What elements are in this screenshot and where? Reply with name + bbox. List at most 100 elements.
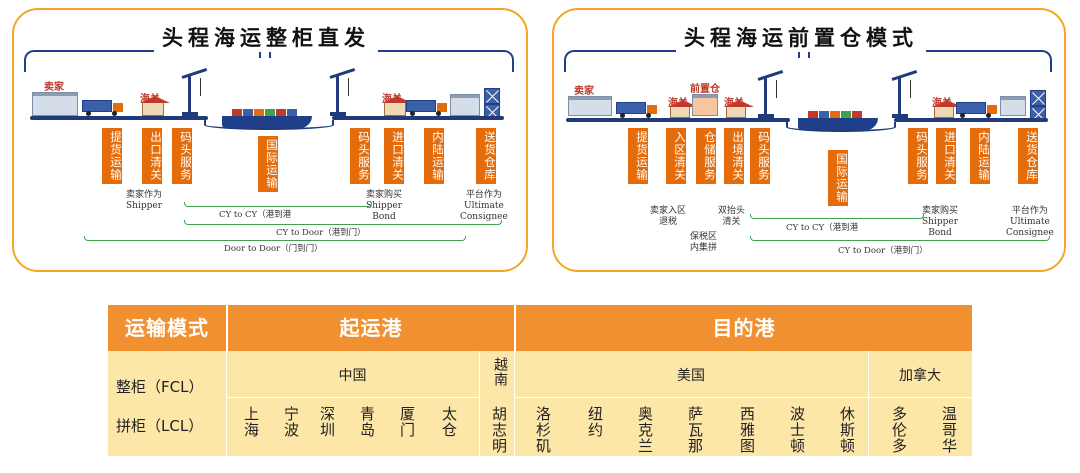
port-shanghai: 上海: [242, 406, 260, 438]
port-vancouver: 温哥华: [940, 406, 958, 454]
note-buyer-bond: 卖家购买 Shipper Bond: [922, 206, 959, 238]
note-buyer-bond: 卖家购买 Shipper Bond: [366, 190, 403, 222]
note-seller-shipper: 卖家作为 Shipper: [126, 190, 163, 211]
port-crane-icon: [891, 70, 918, 118]
range-label-cy-to-cy: CY to CY（港到港: [786, 223, 859, 233]
range-cy-to-cy: [184, 202, 372, 207]
port-crane-icon: [757, 70, 784, 118]
range-label-door-to-door: Door to Door（门到门）: [224, 244, 323, 254]
step-inland-transport: 内陆运输: [424, 128, 445, 184]
column-divider: [226, 351, 227, 456]
seller-warehouse-icon: [32, 92, 78, 116]
port-taicang: 太仓: [440, 406, 458, 438]
truck-icon: [956, 102, 998, 118]
header-mode: 运输模式: [125, 316, 209, 340]
step-zone-entry-clearance: 入区清关: [666, 128, 687, 184]
row-label-lcl: 拼柜（LCL）: [116, 417, 204, 435]
header-divider: [514, 305, 516, 351]
customs-building-icon: [724, 100, 754, 118]
column-divider: [479, 351, 480, 456]
range-cy-to-door: [750, 236, 1050, 241]
step-inland-transport: 内陆运输: [970, 128, 991, 184]
row-divider: [226, 397, 479, 398]
port-ningbo: 宁波: [282, 406, 300, 438]
truck-icon: [406, 100, 448, 116]
port-boston: 波士顿: [788, 406, 806, 454]
route-line: [332, 116, 504, 120]
route-line: [894, 118, 1048, 122]
port-houston: 休斯顿: [838, 406, 856, 454]
step-import-clearance: 进口清关: [384, 128, 405, 184]
row-divider: [514, 397, 972, 398]
cargo-box-icon: [484, 88, 500, 104]
port-qingdao: 青岛: [358, 406, 376, 438]
port-los-angeles: 洛杉矶: [534, 406, 552, 454]
note-seller-tax-refund: 卖家入区 退税: [650, 206, 687, 227]
step-pickup-transport: 提货运输: [102, 128, 123, 184]
range-cy-to-cy: [750, 214, 924, 219]
step-storage-service: 仓储服务: [696, 128, 717, 184]
country-china: 中国: [338, 368, 367, 384]
port-xiamen: 厦门: [398, 406, 416, 438]
step-warehouse-delivery: 送货仓库: [476, 128, 497, 184]
fcl-direct-panel: 头程海运整柜直发 卖家 海关 海关 提货运输 出口清关 码头服务 国际运输 码头…: [12, 8, 528, 272]
table-body: 整柜（FCL） 拼柜（LCL） 中国 越南 美国 加拿大 上海 宁波 深圳 青岛…: [108, 351, 972, 456]
header-origin: 起运港: [339, 316, 403, 340]
destination-warehouse-icon: [1000, 96, 1026, 116]
pre-warehouse-panel: 头程海运前置仓模式 卖家 海关 前置仓 海关 海关 提货运输 入区清关 仓储服务…: [552, 8, 1066, 272]
step-export-clearance: 出口清关: [142, 128, 163, 184]
truck-icon: [616, 102, 658, 118]
pre-warehouse-label: 前置仓: [690, 84, 720, 95]
title-bracket-notch: [259, 50, 271, 58]
port-oakland: 奥克兰: [636, 406, 654, 454]
customs-building-icon: [382, 96, 412, 116]
port-ho-chi-minh: 胡志明: [490, 406, 508, 454]
title-bracket-notch: [798, 50, 810, 58]
step-terminal-service: 码头服务: [350, 128, 371, 184]
port-table: 运输模式 起运港 目的港 整柜（FCL） 拼柜（LCL） 中国 越南 美国 加拿…: [108, 305, 972, 456]
truck-icon: [82, 100, 124, 116]
header-divider: [226, 305, 228, 351]
panel-title: 头程海运前置仓模式: [676, 22, 926, 52]
step-exit-clearance: 出境清关: [724, 128, 745, 184]
port-savannah: 萨瓦那: [686, 406, 704, 454]
step-warehouse-delivery: 送货仓库: [1018, 128, 1039, 184]
sea-wave: [786, 122, 896, 132]
port-crane-icon: [329, 68, 356, 116]
range-label-cy-to-door: CY to Door（港到门）: [276, 228, 366, 238]
panel-title: 头程海运整柜直发: [154, 22, 378, 52]
seller-label: 卖家: [574, 86, 594, 97]
step-terminal-service: 码头服务: [172, 128, 193, 184]
sea-wave: [204, 120, 334, 130]
header-destination: 目的港: [712, 316, 776, 340]
country-canada: 加拿大: [899, 368, 941, 384]
port-toronto: 多伦多: [890, 406, 908, 454]
cargo-box-icon: [1030, 90, 1046, 106]
route-line: [566, 118, 790, 122]
customs-building-icon: [140, 96, 170, 116]
step-import-clearance: 进口清关: [936, 128, 957, 184]
port-shenzhen: 深圳: [318, 406, 336, 438]
range-cy-to-door: [184, 220, 502, 225]
step-international-shipping: 国际运输: [258, 136, 279, 192]
step-pickup-transport: 提货运输: [628, 128, 649, 184]
range-label-cy-to-cy: CY to CY（港到港: [219, 210, 292, 220]
customs-building-icon: [668, 100, 698, 118]
pre-warehouse-icon: [692, 94, 718, 116]
seller-label: 卖家: [44, 82, 64, 93]
country-vietnam: 越南: [492, 357, 508, 387]
table-header: 运输模式 起运港 目的港: [108, 305, 972, 351]
step-terminal-service: 码头服务: [750, 128, 771, 184]
column-divider: [514, 351, 515, 456]
range-label-cy-to-door: CY to Door（港到门）: [838, 246, 928, 256]
note-bonded-consolidation: 保税区 内集拼: [690, 232, 718, 253]
note-platform-consignee: 平台作为 Ultimate Consignee: [1006, 206, 1054, 238]
port-new-york: 纽约: [586, 406, 604, 438]
customs-building-icon: [932, 100, 962, 118]
step-international-shipping: 国际运输: [828, 150, 849, 206]
route-line: [30, 116, 208, 120]
port-crane-icon: [181, 68, 208, 116]
row-label-fcl: 整柜（FCL）: [116, 378, 204, 396]
note-double-head-clearance: 双抬头 清关: [718, 206, 746, 227]
seller-warehouse-icon: [568, 96, 612, 116]
